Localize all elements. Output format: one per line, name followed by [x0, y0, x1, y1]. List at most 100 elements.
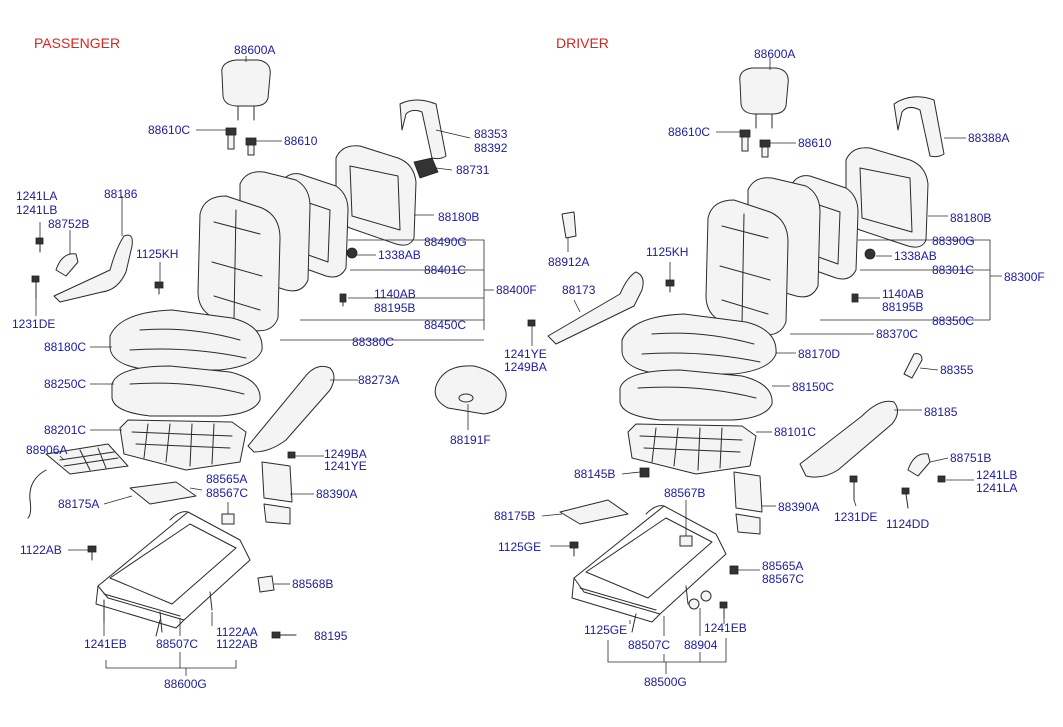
label-1122AA: 1122AA [216, 625, 258, 639]
driver-parts [434, 67, 946, 633]
driver-mat-pad [559, 499, 629, 525]
label-88490G: 88490G [424, 235, 467, 249]
label-1125GE: 1125GE [498, 540, 541, 554]
passenger-mat-pad [129, 481, 197, 505]
driver-screw-a [851, 293, 859, 303]
label-88610C: 88610C [148, 123, 190, 137]
driver-labels: 88600A 88610C 88610 88388A 88180B 88390G… [450, 47, 1045, 689]
label-88731: 88731 [456, 163, 490, 177]
label-88610-driver: 88610 [798, 136, 832, 150]
label-88507C-driver: 88507C [628, 638, 670, 652]
label-88175B: 88175B [494, 509, 535, 523]
label-88610C-driver: 88610C [668, 125, 710, 139]
label-88380C: 88380C [352, 335, 394, 349]
label-88388A: 88388A [968, 131, 1009, 145]
label-88567C-driver: 88567C [762, 572, 804, 586]
passenger-track-bracket [257, 575, 275, 593]
label-88301C: 88301C [932, 263, 974, 277]
label-1125GE-2: 1125GE [584, 623, 627, 637]
driver-bolt-de [849, 475, 858, 501]
label-88565A: 88565A [206, 472, 247, 486]
label-1338AB: 1338AB [378, 248, 421, 262]
label-88195: 88195 [314, 629, 348, 643]
passenger-seat-track [95, 511, 251, 637]
driver-guide-right [759, 139, 771, 158]
label-1241EB-passenger: 1241EB [84, 637, 127, 651]
driver-cushion-pad [619, 369, 773, 421]
label-1125KH: 1125KH [136, 247, 178, 261]
driver-side-shield [799, 400, 898, 478]
passenger-knob [55, 253, 79, 277]
label-88145B: 88145B [574, 467, 615, 481]
passenger-trim-clip [413, 157, 439, 179]
driver-lever-knob [903, 353, 923, 379]
passenger-labels: 88600A 88610C 88610 88353 88392 88731 88… [12, 43, 537, 691]
label-1125KH-driver: 1125KH [646, 245, 688, 259]
passenger-back-frame [335, 145, 417, 246]
label-88175A: 88175A [58, 497, 99, 511]
label-1122AB-2: 1122AB [216, 637, 258, 651]
label-88101C: 88101C [774, 425, 816, 439]
driver-lumbar-switch [561, 211, 577, 239]
label-88906A: 88906A [26, 443, 67, 457]
driver-guide-left [739, 129, 751, 152]
label-88185: 88185 [924, 405, 958, 419]
label-1241YE-driver: 1241YE [504, 347, 547, 361]
driver-clip [639, 467, 650, 478]
label-88250C: 88250C [44, 377, 86, 391]
label-88390G: 88390G [932, 234, 975, 248]
label-88600G: 88600G [164, 677, 207, 691]
passenger-cushion-pad [111, 365, 261, 417]
driver-cushion-cover [621, 313, 777, 375]
label-88450C: 88450C [424, 318, 466, 332]
driver-bolt-eb [719, 601, 728, 619]
passenger-bolt-de [31, 275, 40, 299]
passenger-bolt-top [35, 237, 44, 253]
label-88350C: 88350C [932, 314, 974, 328]
label-88173: 88173 [562, 283, 596, 297]
passenger-bolt-ye [287, 451, 296, 459]
label-88390A-passenger: 88390A [316, 487, 357, 501]
driver-screw-ge [569, 541, 579, 557]
label-1241YE: 1241YE [324, 459, 367, 473]
label-1140AB-driver: 1140AB [882, 287, 924, 301]
label-88565A-driver: 88565A [762, 559, 803, 573]
label-88600A-driver: 88600A [754, 47, 795, 61]
label-1231DE: 1231DE [12, 317, 55, 331]
driver-floor-pad [434, 365, 507, 415]
label-88507C-passenger: 88507C [156, 637, 198, 651]
label-1124DD: 1124DD [886, 517, 929, 531]
driver-bolt-dd [901, 487, 910, 509]
passenger-cushion-cover [109, 309, 263, 371]
label-88180B: 88180B [438, 210, 479, 224]
label-88500G: 88500G [644, 675, 687, 689]
driver-back-frame [845, 147, 929, 248]
label-88600A: 88600A [234, 43, 275, 57]
driver-heater-sw-a [729, 565, 739, 575]
driver-lever [547, 271, 644, 345]
label-88180B-driver: 88180B [950, 211, 991, 225]
label-88567B: 88567B [664, 486, 705, 500]
label-88400F: 88400F [496, 283, 537, 297]
driver-bolt-lb [937, 475, 946, 483]
driver-seat-track [571, 505, 727, 633]
label-88186: 88186 [104, 187, 138, 201]
driver-cushion-pan [627, 423, 757, 475]
label-1249BA-driver: 1249BA [504, 360, 547, 374]
passenger-grommet [346, 247, 358, 259]
driver-screw-kh [665, 279, 675, 293]
passenger-wire-cover [399, 99, 447, 160]
passenger-bolt-195 [271, 631, 297, 639]
label-88300F: 88300F [1004, 270, 1045, 284]
passenger-screw-a [339, 293, 347, 307]
leader-lines [35, 56, 1002, 676]
passenger-side-shield [247, 365, 335, 453]
label-88170D: 88170D [798, 347, 840, 361]
label-88370C: 88370C [876, 327, 918, 341]
label-1249BA: 1249BA [324, 447, 367, 461]
label-88904: 88904 [684, 638, 718, 652]
label-1338AB-driver: 1338AB [894, 249, 937, 263]
driver-grommet [864, 248, 876, 260]
label-88273A: 88273A [358, 373, 399, 387]
